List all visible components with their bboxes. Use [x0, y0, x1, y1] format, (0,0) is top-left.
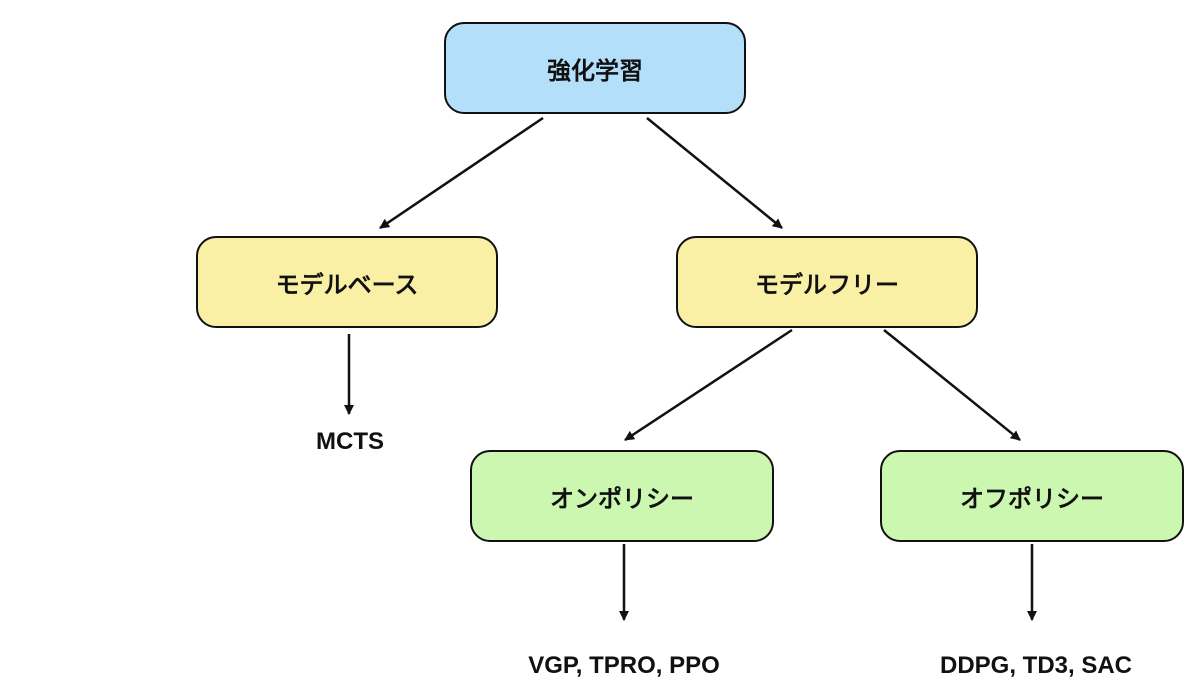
edge-root-to-model-based: [379, 116, 544, 230]
leaf-off-policy-algorithms: DDPG, TD3, SAC: [939, 652, 1133, 679]
node-model-free: モデルフリー: [676, 236, 978, 328]
edge-model-free-to-off-policy: [883, 329, 1021, 441]
edge-model-free-to-on-policy: [624, 328, 793, 442]
node-on-policy: オンポリシー: [470, 450, 774, 542]
node-reinforcement-learning: 強化学習: [444, 22, 746, 114]
edge-root-to-model-free: [646, 117, 783, 229]
leaf-on-policy-algorithms: VGP, TPRO, PPO: [528, 652, 720, 679]
node-model-based: モデルベース: [196, 236, 498, 328]
leaf-mcts: MCTS: [316, 428, 384, 455]
node-off-policy: オフポリシー: [880, 450, 1184, 542]
